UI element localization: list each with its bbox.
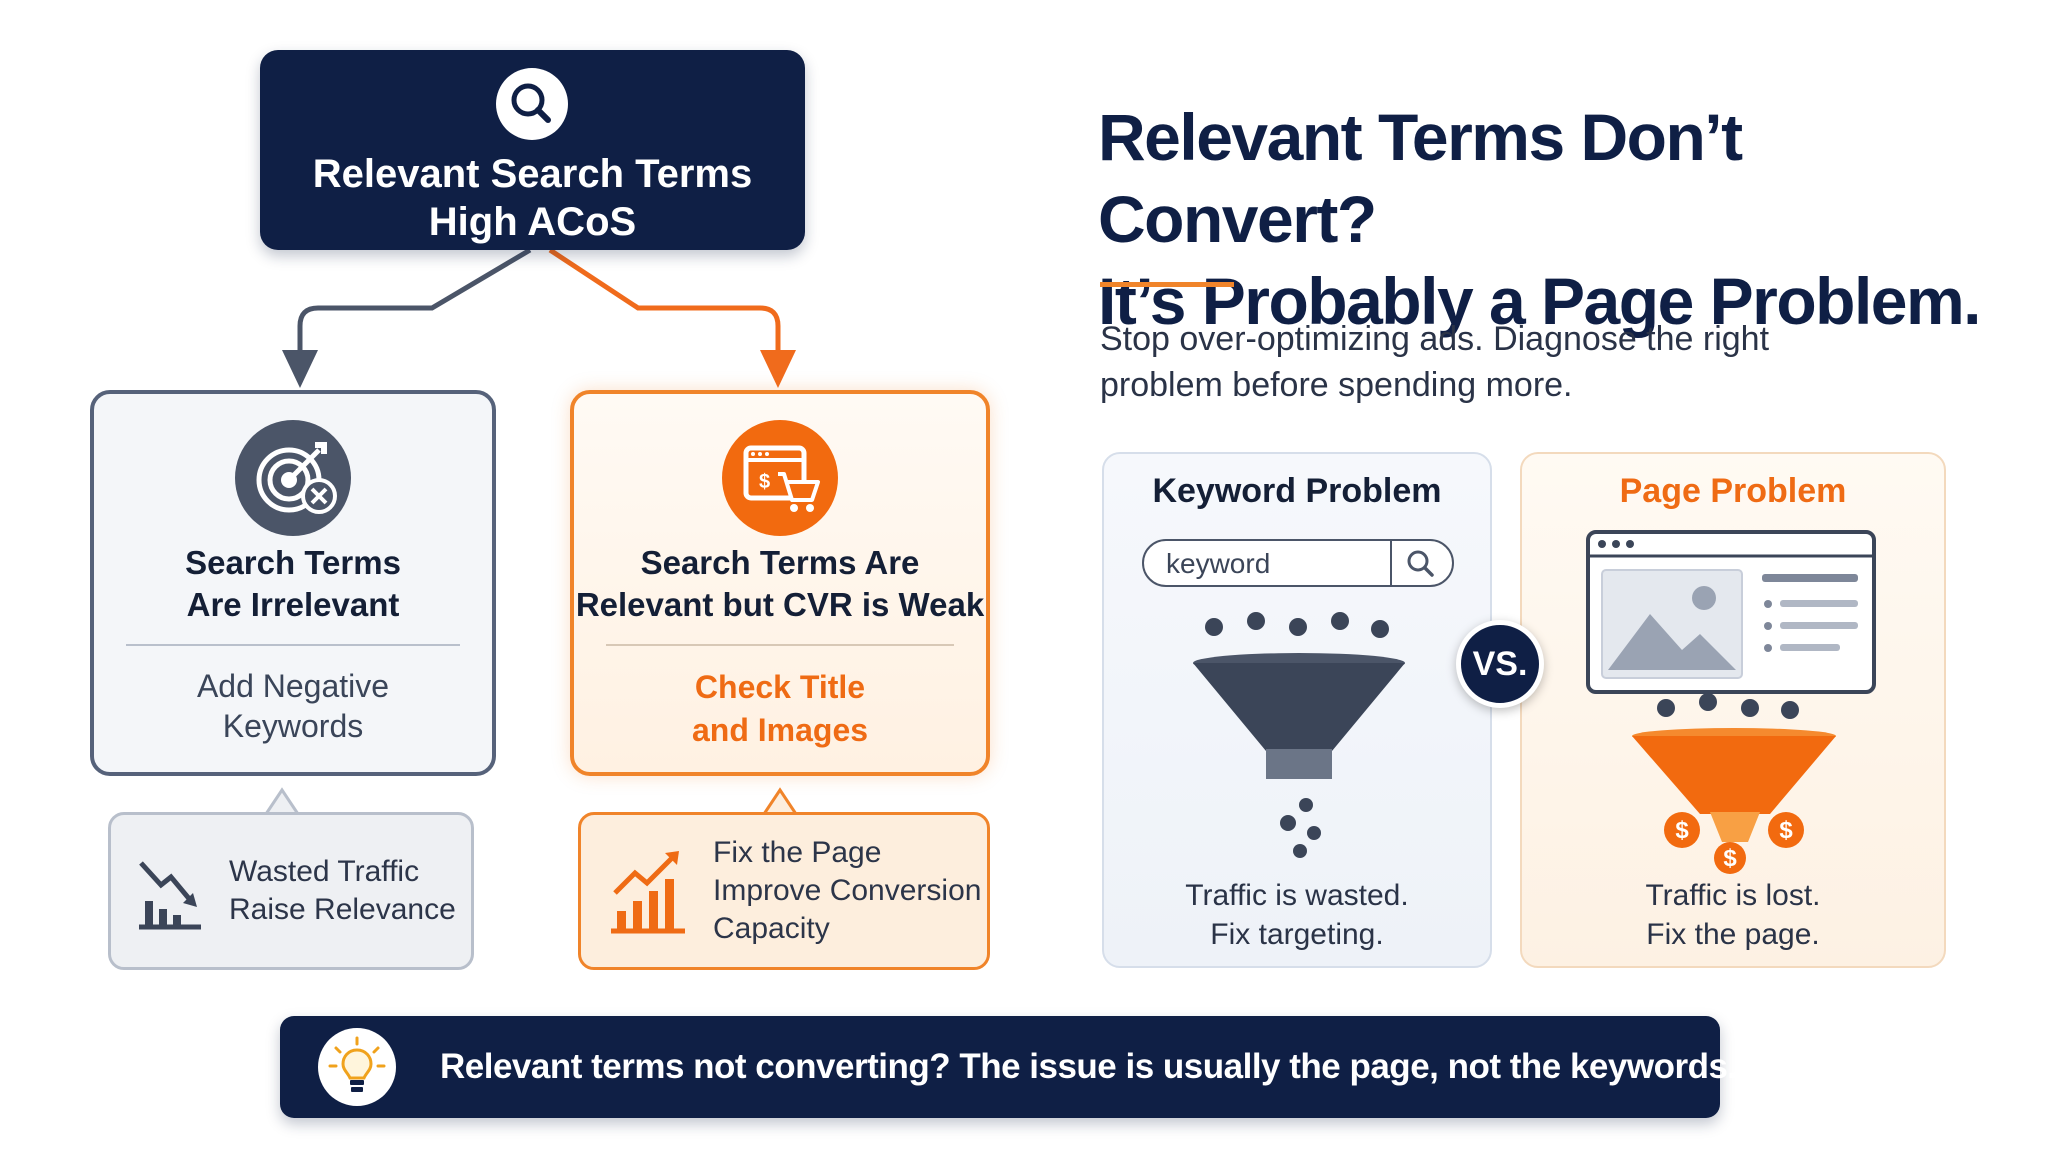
fix-page-text: Fix the Page Improve Conversion Capacity xyxy=(713,815,981,967)
svg-text:$: $ xyxy=(1723,845,1737,872)
webpage-icon xyxy=(1586,530,1876,694)
wasted-traffic-note: Wasted Traffic Raise Relevance xyxy=(108,812,474,970)
title-accent-line xyxy=(1100,282,1234,287)
top-problem-title: Relevant Search Terms High ACoS xyxy=(312,152,753,244)
note-line: Fix the Page xyxy=(713,836,882,869)
keyword-search-bar: keyword xyxy=(1142,539,1454,587)
note-line: Capacity xyxy=(713,912,830,945)
fix-page-note: Fix the Page Improve Conversion Capacity xyxy=(578,812,990,970)
chart-up-icon xyxy=(609,849,689,940)
svg-text:$: $ xyxy=(759,471,770,493)
note-line: Wasted Traffic xyxy=(229,855,420,888)
web-cart-icon: $ xyxy=(722,420,838,536)
keyword-problem-panel: Keyword Problem keyword Traffic is waste… xyxy=(1102,452,1492,968)
vs-badge: VS. xyxy=(1456,620,1544,708)
page-problem-caption: Traffic is lost. Fix the page. xyxy=(1645,879,1821,951)
takeaway-text: Relevant terms not converting? The issue… xyxy=(440,1047,1737,1086)
card-divider xyxy=(126,644,460,646)
target-miss-icon xyxy=(235,420,351,536)
add-negative-keywords-action: Add Negative Keywords xyxy=(196,668,390,744)
note-line: Raise Relevance xyxy=(229,893,456,926)
page-problem-panel: Page Problem $ $ $ Traffic is lost. Fix … xyxy=(1520,452,1946,968)
weak-cvr-heading: Search Terms Are Relevant but CVR is Wea… xyxy=(575,544,985,623)
search-bar-value: keyword xyxy=(1166,548,1271,579)
irrelevant-terms-heading: Search Terms Are Irrelevant xyxy=(185,544,401,623)
top-problem-box: Relevant Search Terms High ACoS xyxy=(260,50,805,250)
note-line: Improve Conversion xyxy=(713,874,982,907)
irrelevant-terms-card: Search Terms Are Irrelevant Add Negative… xyxy=(90,390,496,776)
funnel-leak-icon xyxy=(1193,612,1405,858)
svg-text:$: $ xyxy=(1779,817,1793,844)
chart-down-icon xyxy=(135,855,205,936)
keyword-problem-caption: Traffic is wasted. Fix targeting. xyxy=(1185,879,1409,951)
wasted-traffic-text: Wasted Traffic Raise Relevance xyxy=(229,815,456,967)
keyword-problem-title: Keyword Problem xyxy=(1152,472,1442,510)
takeaway-banner: Relevant terms not converting? The issue… xyxy=(280,1016,1737,1118)
lightbulb-icon xyxy=(318,1028,396,1106)
funnel-coins-icon: $ $ $ xyxy=(1632,694,1836,874)
svg-text:$: $ xyxy=(1675,817,1689,844)
search-icon xyxy=(1390,541,1452,585)
page-problem-title: Page Problem xyxy=(1619,472,1847,510)
weak-cvr-card: $ Search Terms Are Relevant but CVR is W… xyxy=(570,390,990,776)
main-title: Relevant Terms Don’t Convert? It’s Proba… xyxy=(1098,100,1982,338)
search-icon xyxy=(496,68,568,140)
card-divider xyxy=(606,644,954,646)
check-title-images-action: Check Title and Images xyxy=(691,669,869,748)
subtitle: Stop over-optimizing ads. Diagnose the r… xyxy=(1100,320,1770,404)
